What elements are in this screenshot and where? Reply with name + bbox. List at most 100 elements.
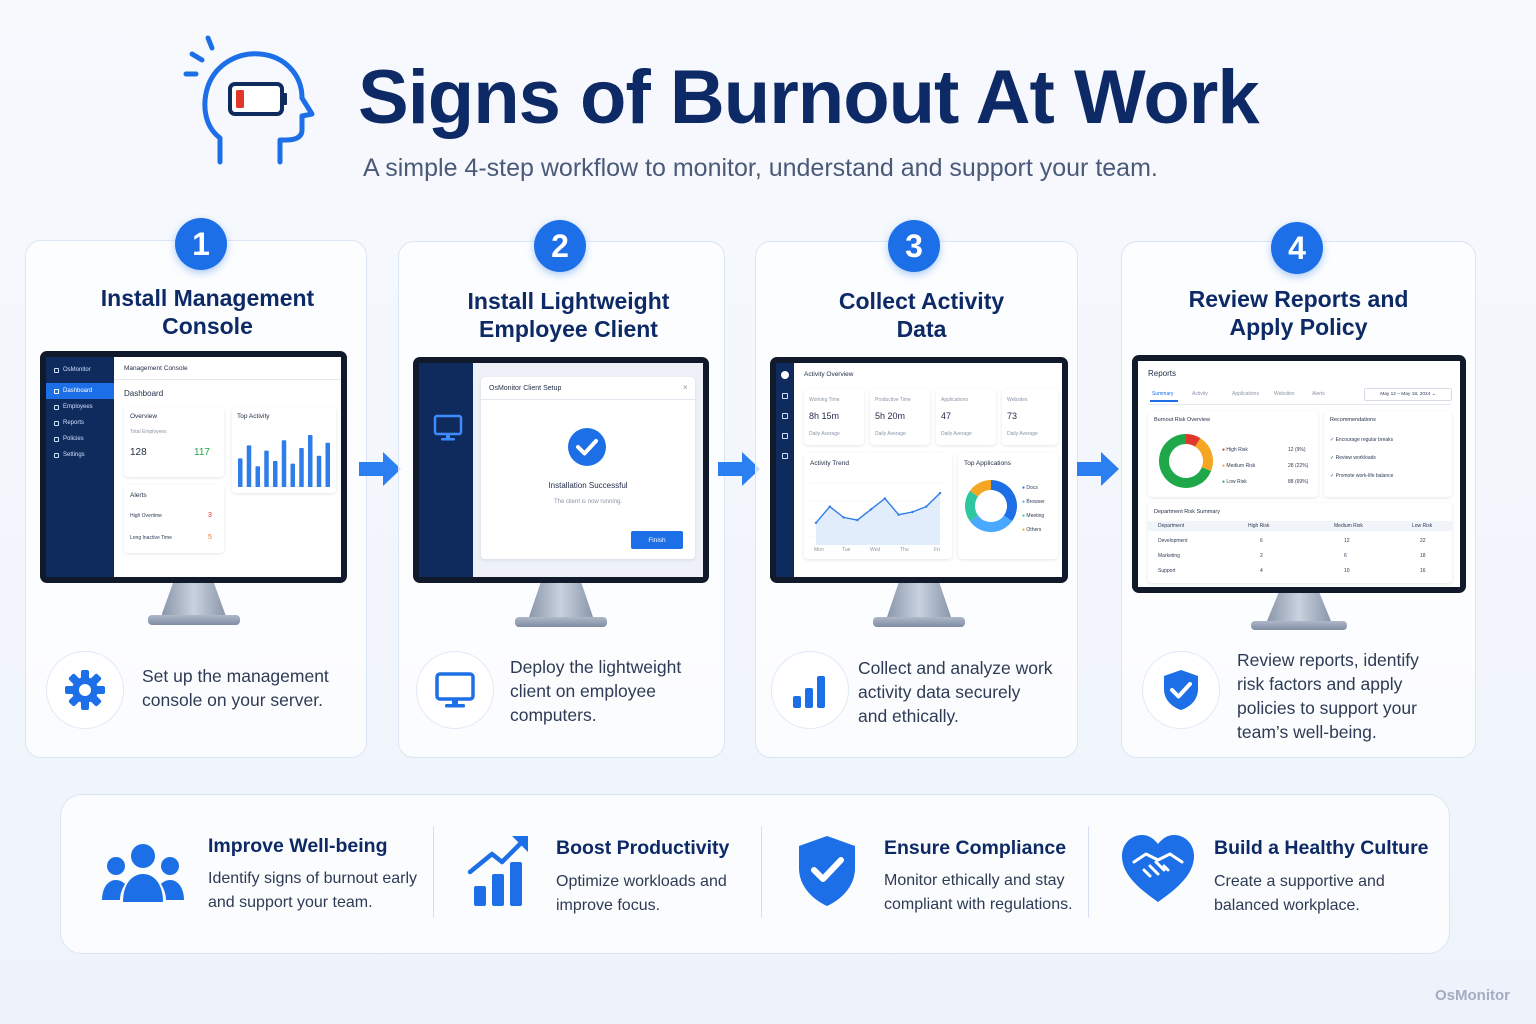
step-number-badge: 4 [1271,222,1323,274]
sidebar-item-dashboard[interactable]: Dashboard [46,383,114,399]
stat-card: Productive Time 5h 20m Daily Average [870,389,930,445]
activity-bar [325,442,330,487]
risk-share-slice [1185,434,1201,447]
tab-alerts[interactable]: Alerts [1312,391,1325,397]
trend-line [815,492,941,524]
sidebar-item-settings[interactable]: Settings [46,447,114,463]
activity-bar [281,440,287,487]
tab-summary[interactable]: Summary [1152,391,1174,397]
bar-chart-icon [793,676,825,708]
risk-share-slice [1159,434,1212,488]
step-number-badge: 2 [534,220,586,272]
activity-trend-line-chart [810,482,946,545]
check-icon: ✓ [1330,455,1335,461]
policy-icon [54,436,59,442]
arrow-right-icon [718,452,760,486]
calendar-icon[interactable] [782,433,788,439]
top-activity-bar-chart [238,435,330,487]
benefit-title: Boost Productivity [556,837,730,859]
console-header: Management Console [124,365,188,372]
risk-share-slice [1194,438,1213,471]
activity-sidebar [776,363,794,577]
reports-header: Reports [1148,369,1177,378]
trend-point [911,510,914,514]
app-share-slice [969,480,992,497]
trend-point [856,518,859,522]
console-sidebar: OsMonitor Dashboard Employees Reports Po… [46,357,114,577]
install-status: Installation Successful [548,481,628,490]
trend-area [816,493,940,545]
overview-panel: Overview Total Employees 128 117 [124,407,224,477]
date-range-select[interactable]: May 12 – May 18, 2024 ⌄ [1364,388,1452,401]
trend-point [828,505,831,508]
tab-applications[interactable]: Applications [1232,391,1259,397]
step-number-badge: 1 [175,218,227,270]
dashboard-title: Dashboard [124,389,164,398]
growth-chart-icon [467,836,528,906]
install-note: The client is now running. [553,499,623,505]
benefit-title: Build a Healthy Culture [1214,837,1429,859]
trend-point [897,513,900,516]
client-setup-screen: OsMonitor Client Setup × Installation Su… [419,363,703,577]
chevron-down-icon: ⌄ [1431,392,1436,397]
app-share-slice [965,490,979,522]
step-icon-badge [1142,651,1220,729]
shield-check-icon [799,836,855,906]
tab-activity[interactable]: Activity [1192,391,1208,397]
activity-bar [308,435,313,487]
monitor-step-4: Reports Summary Activity Applications We… [1132,355,1466,630]
department-risk-table: Department Risk Summary Department High … [1148,503,1452,583]
trend-point [842,516,845,519]
team-icon [102,844,184,902]
gear-icon [65,670,105,710]
page-title: Signs of Burnout At Work [358,55,1260,140]
activity-bar [264,450,269,487]
total-employees-value: 128 [130,447,147,458]
logo-icon [781,371,789,379]
app-share-slice [969,515,1013,532]
active-employees-value: 117 [194,447,210,458]
shield-check-icon [1164,670,1198,710]
trend-point [938,491,942,495]
sidebar-item-policies[interactable]: Policies [46,431,114,447]
reports-icon[interactable] [782,413,788,419]
activity-bar [299,448,304,487]
divider [1088,826,1089,918]
benefit-title: Ensure Compliance [884,837,1067,859]
dialog-title: OsMonitor Client Setup [489,385,562,392]
settings-icon[interactable] [782,453,788,459]
alerts-panel: Alerts High Overtime 3 Long Inactive Tim… [124,485,224,553]
logo-icon [54,367,59,373]
activity-bar [290,463,295,487]
management-console-screen: OsMonitor Dashboard Employees Reports Po… [46,357,341,577]
activity-bar [255,466,260,487]
step-number-badge: 3 [888,220,940,272]
desktop-icon [435,672,475,708]
activity-bar [316,455,322,487]
alert-count: 5 [208,534,212,541]
setup-dialog: OsMonitor Client Setup × Installation Su… [481,377,695,559]
burnout-head-icon [183,35,315,165]
divider [761,826,762,918]
sidebar-item-reports[interactable]: Reports [46,415,114,431]
sidebar-item-employees[interactable]: Employees [46,399,114,415]
gear-icon [54,452,59,458]
reports-icon [54,420,59,426]
tab-websites[interactable]: Websites [1274,391,1295,397]
dashboard-icon[interactable] [782,393,788,399]
activity-bar [273,461,278,487]
finish-button[interactable]: Finish [631,531,683,549]
trend-point [814,521,818,524]
check-icon: ✓ [1330,473,1335,479]
benefits-panel [60,794,1450,954]
stat-card: Applications 47 Daily Average [936,389,996,445]
close-icon[interactable]: × [683,383,688,392]
